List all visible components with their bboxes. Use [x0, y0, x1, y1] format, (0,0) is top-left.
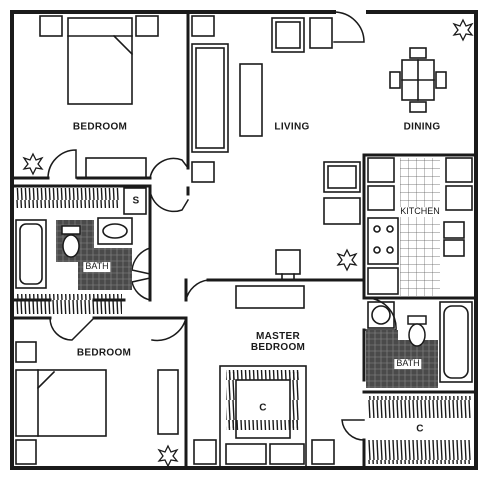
closet-shelving [16, 188, 472, 464]
dining-table [389, 47, 447, 113]
right-bath-fixtures [367, 301, 473, 383]
light-fixtures [22, 18, 474, 468]
door-swings [47, 11, 397, 441]
label-kitchen: KITCHEN [398, 206, 442, 217]
label-dining: DINING [403, 121, 441, 133]
left-bath-fixtures [15, 187, 147, 289]
top-bedroom-furniture [39, 15, 159, 179]
living-furniture [191, 15, 361, 281]
kitchen-fixtures [367, 157, 473, 295]
toilets [61, 225, 427, 347]
label-bedroom-top: BEDROOM [72, 121, 128, 133]
label-master-line2: BEDROOM [250, 342, 306, 353]
label-bath-right: BATH [394, 358, 422, 369]
label-bath-left: BATH [83, 261, 111, 272]
label-storage: S [132, 195, 140, 207]
exterior-walls [10, 10, 478, 470]
label-closet-master: C [257, 402, 269, 414]
label-bedroom-bottom: BEDROOM [76, 347, 132, 359]
label-closet-right: C [414, 423, 426, 435]
label-living: LIVING [274, 121, 310, 133]
label-master-bedroom: MASTER BEDROOM [251, 331, 305, 353]
bottom-bedroom-furniture [15, 341, 179, 465]
label-master-line1: MASTER [255, 331, 301, 342]
